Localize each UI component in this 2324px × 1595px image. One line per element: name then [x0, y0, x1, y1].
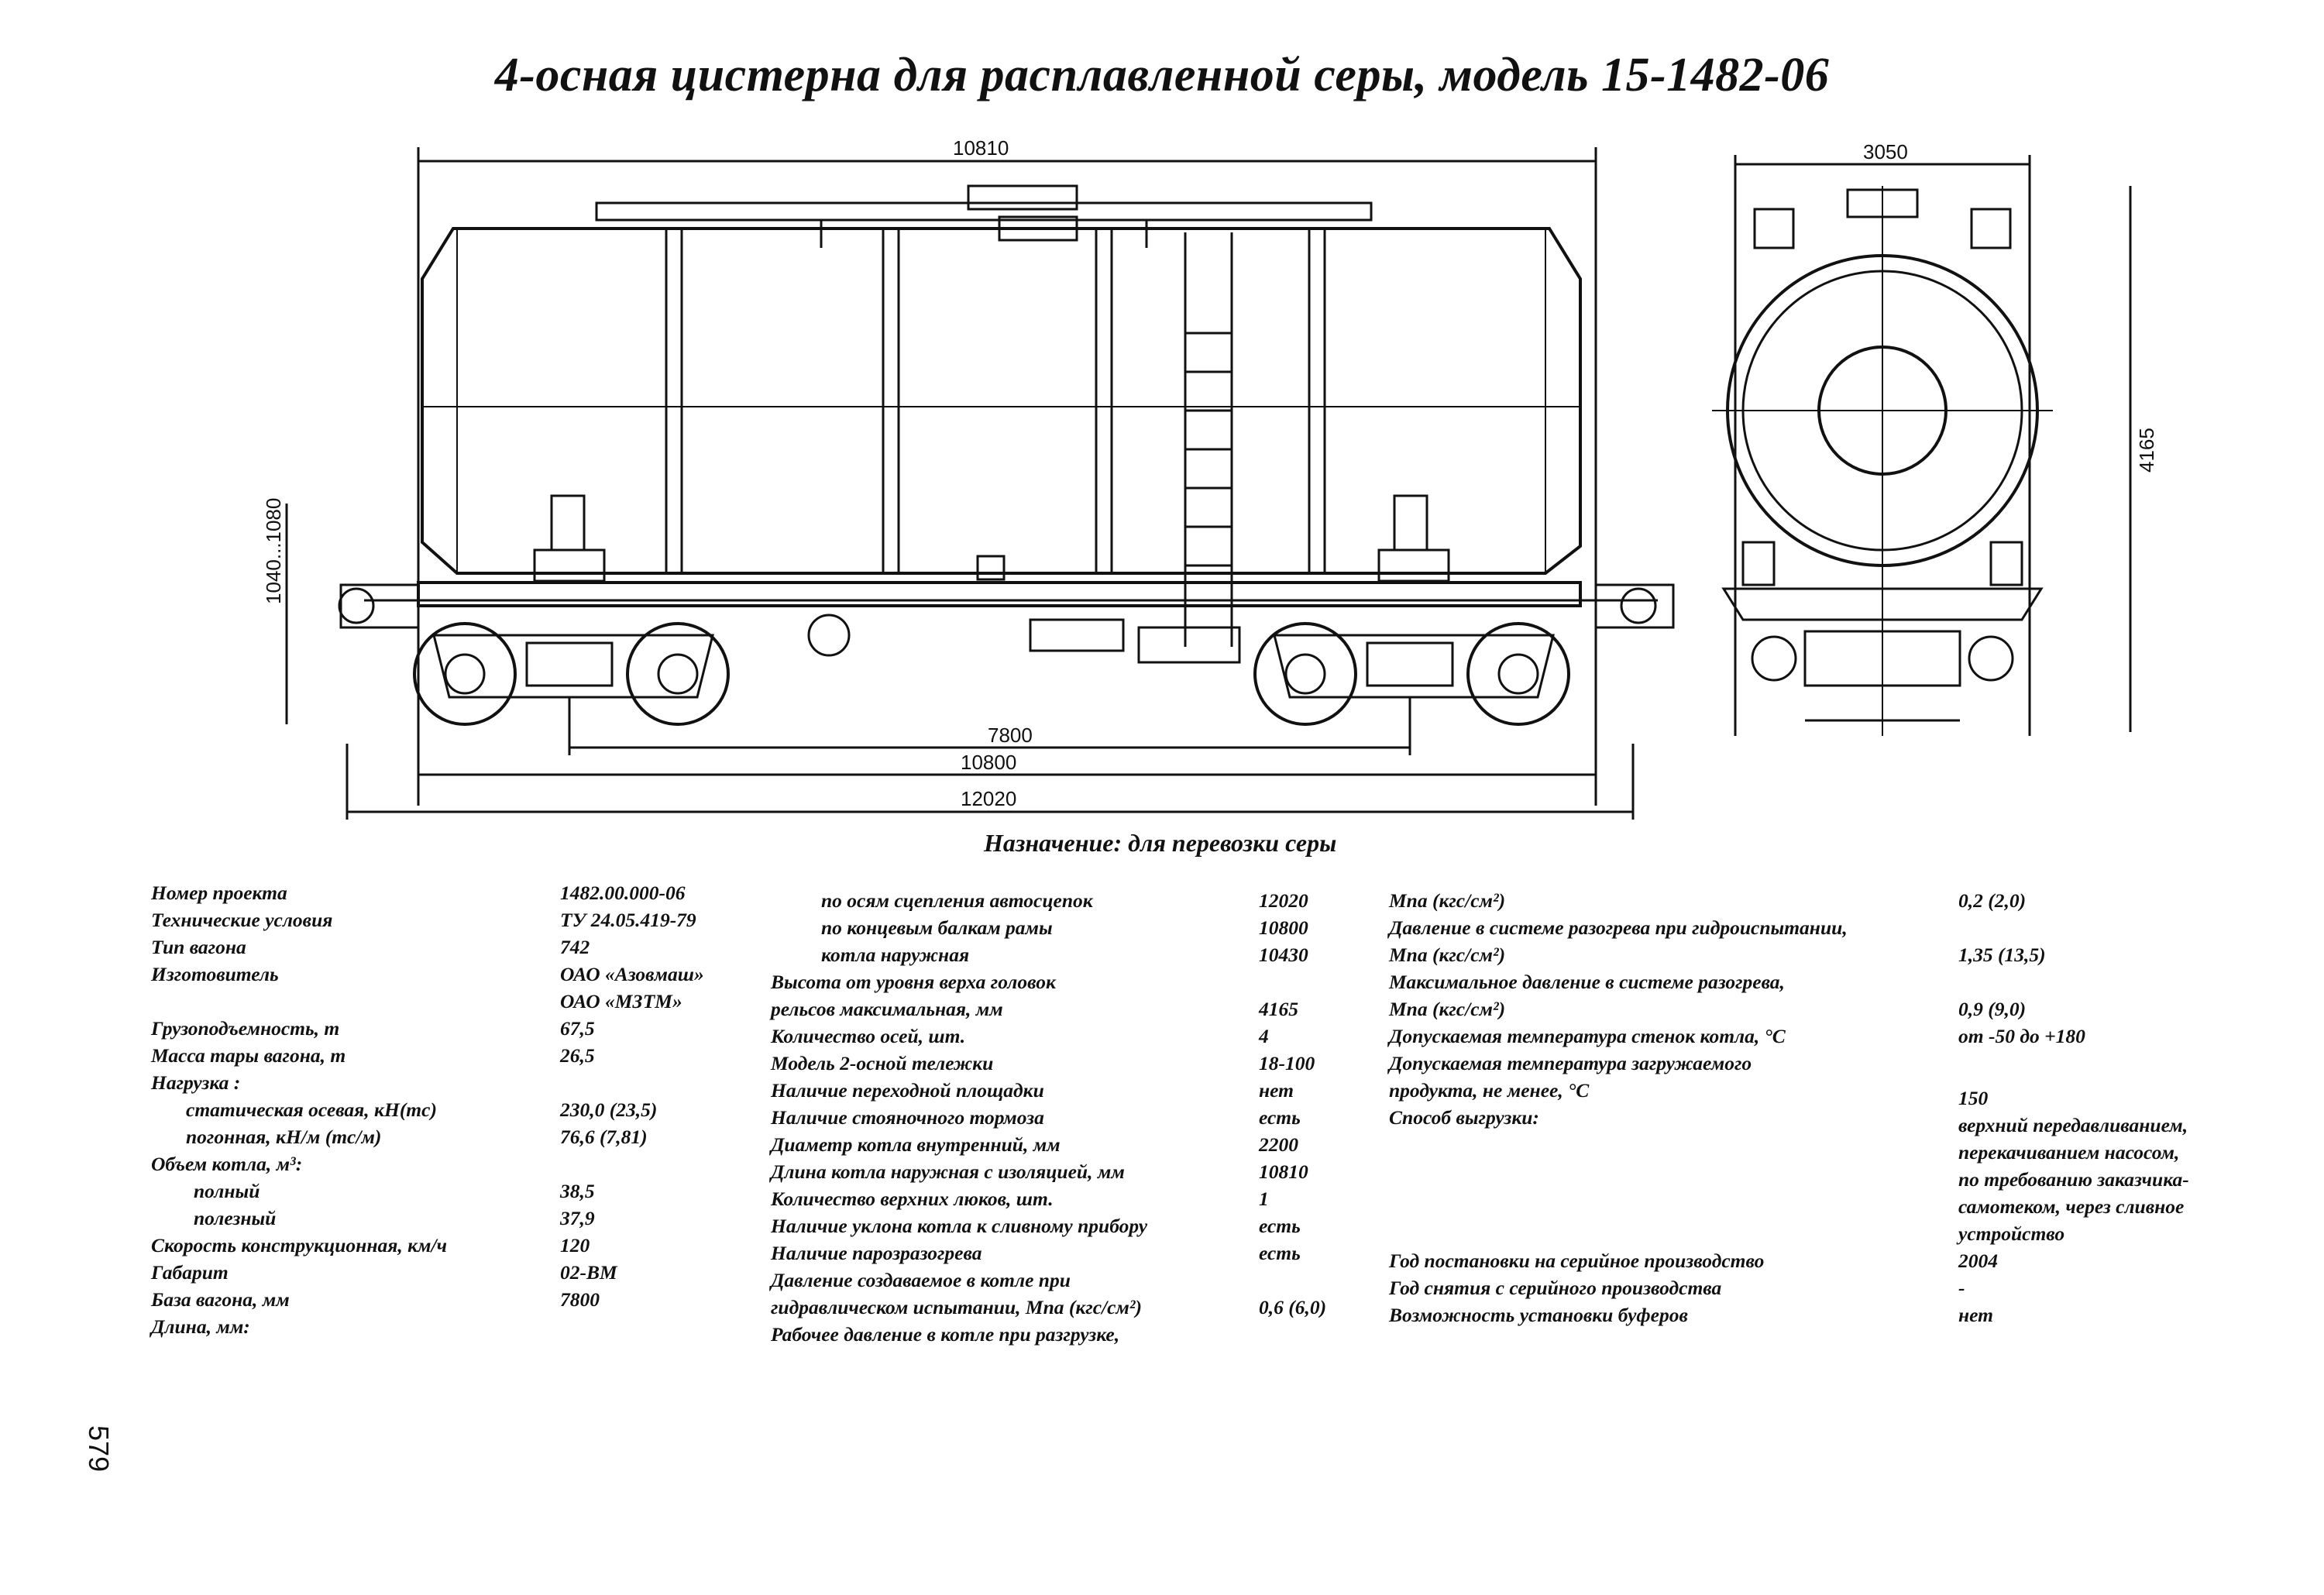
spec-label: полный: [194, 1180, 260, 1202]
spec-value: самотеком, через сливное: [1958, 1195, 2185, 1218]
spec-label: по концевым балкам рамы: [821, 916, 1053, 939]
spec-label: Год постановки на серийное производство: [1389, 1250, 1765, 1272]
spec-value: нет: [1259, 1079, 1294, 1102]
spec-label: Модель 2-осной тележки: [771, 1052, 994, 1074]
spec-value: ТУ 24.05.419-79: [560, 909, 696, 931]
spec-label: Наличие парозразогрева: [771, 1242, 982, 1264]
spec-label: Способ выгрузки:: [1389, 1106, 1539, 1129]
spec-label: Мпа (кгс/см²): [1389, 944, 1506, 966]
dim-base: 7800: [988, 724, 1033, 747]
spec-label: Масса тары вагона, т: [151, 1044, 346, 1067]
spec-value: 76,6 (7,81): [560, 1126, 648, 1148]
spec-label: Количество осей, шт.: [771, 1025, 966, 1047]
spec-value: 1: [1259, 1188, 1269, 1210]
spec-label: Количество верхних люков, шт.: [771, 1188, 1054, 1210]
spec-label: Тип вагона: [151, 936, 246, 958]
spec-label: Изготовитель: [151, 963, 279, 985]
spec-label: Год снятия с серийного производства: [1389, 1277, 1722, 1299]
spec-label: рельсов максимальная, мм: [771, 998, 1003, 1020]
spec-value: ОАО «МЗТМ»: [560, 990, 682, 1012]
spec-value: есть: [1259, 1106, 1301, 1129]
spec-value: по требованию заказчика-: [1958, 1168, 2189, 1191]
spec-value: 150: [1958, 1087, 1989, 1109]
dim-frame-length: 10800: [961, 751, 1016, 774]
spec-value: 26,5: [560, 1044, 595, 1067]
spec-label: Допускаемая температура загружаемого: [1389, 1052, 1752, 1074]
spec-value: 230,0 (23,5): [560, 1098, 658, 1121]
spec-value: 2200: [1259, 1133, 1298, 1156]
page-title: 4-осная цистерна для расплавленной серы,…: [494, 49, 1830, 101]
spec-value: 0,9 (9,0): [1958, 998, 2027, 1020]
spec-label: Номер проекта: [151, 882, 287, 904]
dim-end-height: 4165: [2135, 428, 2158, 473]
spec-value: 10810: [1259, 1160, 1308, 1183]
spec-value: 4165: [1259, 998, 1298, 1020]
spec-label: Максимальное давление в системе разогрев…: [1389, 971, 1785, 993]
spec-label: Нагрузка :: [151, 1071, 241, 1094]
spec-label: статическая осевая, кН(тс): [186, 1098, 437, 1121]
spec-label: Рабочее давление в котле при разгрузке,: [771, 1323, 1120, 1346]
spec-label: Скорость конструкционная, км/ч: [151, 1234, 447, 1256]
spec-label: Допускаемая температура стенок котла, °С: [1389, 1025, 1786, 1047]
spec-label: Объем котла, м³:: [151, 1153, 303, 1175]
spec-label: по осям сцепления автосцепок: [821, 889, 1093, 912]
spec-value: 10800: [1259, 916, 1308, 939]
spec-value: нет: [1958, 1304, 1993, 1326]
spec-value: 0,6 (6,0): [1259, 1296, 1327, 1318]
spec-label: Мпа (кгс/см²): [1389, 998, 1506, 1020]
spec-label: Высота от уровня верха головок: [771, 971, 1056, 993]
spec-label: Мпа (кгс/см²): [1389, 889, 1506, 912]
spec-label: Давление в системе разогрева при гидроис…: [1389, 916, 1848, 939]
spec-label: Наличие уклона котла к сливному прибору: [771, 1215, 1148, 1237]
spec-label: полезный: [194, 1207, 277, 1229]
spec-value: 10430: [1259, 944, 1308, 966]
spec-value: 4: [1259, 1025, 1269, 1047]
dim-total-length: 12020: [961, 787, 1016, 810]
spec-label: котла наружная: [821, 944, 970, 966]
dim-end-width: 3050: [1863, 140, 1908, 163]
purpose-heading: Назначение: для перевозки серы: [984, 829, 1337, 857]
spec-value: верхний передавливанием,: [1958, 1114, 2188, 1136]
spec-label: Длина котла наружная с изоляцией, мм: [771, 1160, 1125, 1183]
spec-label: Давление создаваемое в котле при: [771, 1269, 1071, 1291]
spec-label: продукта, не менее, °С: [1389, 1079, 1590, 1102]
dim-side-length: 10810: [953, 136, 1009, 160]
spec-label: База вагона, мм: [151, 1288, 290, 1311]
spec-value: 67,5: [560, 1017, 595, 1040]
spec-value: 2004: [1958, 1250, 1998, 1272]
spec-value: 742: [560, 936, 590, 958]
spec-value: 1,35 (13,5): [1958, 944, 2046, 966]
spec-label: Наличие переходной площадки: [771, 1079, 1044, 1102]
spec-value: 120: [560, 1234, 590, 1256]
spec-label: Возможность установки буферов: [1389, 1304, 1688, 1326]
spec-label: погонная, кН/м (тс/м): [186, 1126, 382, 1148]
page-number: 579: [83, 1425, 115, 1473]
spec-value: 37,9: [560, 1207, 595, 1229]
spec-value: 02-ВМ: [560, 1261, 617, 1284]
spec-label: Грузоподъемность, т: [151, 1017, 340, 1040]
tank-car-drawing: 10810 3050 4165 1040...1080 7800 10800 1…: [262, 136, 2158, 820]
spec-value: 0,2 (2,0): [1958, 889, 2027, 912]
spec-value: ОАО «Азовмаш»: [560, 963, 704, 985]
spec-label: Длина, мм:: [151, 1315, 250, 1338]
spec-value: 38,5: [560, 1180, 595, 1202]
spec-value: 7800: [560, 1288, 600, 1311]
spec-value: устройство: [1958, 1222, 2065, 1245]
spec-label: Наличие стояночного тормоза: [771, 1106, 1044, 1129]
spec-value: от -50 до +180: [1958, 1025, 2085, 1047]
spec-value: перекачиванием насосом,: [1958, 1141, 2180, 1164]
spec-value: 1482.00.000-06: [560, 882, 686, 904]
spec-label: Диаметр котла внутренний, мм: [771, 1133, 1061, 1156]
spec-value: есть: [1259, 1242, 1301, 1264]
spec-value: есть: [1259, 1215, 1301, 1237]
spec-label: Габарит: [151, 1261, 229, 1284]
spec-value: 18-100: [1259, 1052, 1315, 1074]
spec-label: гидравлическом испытании, Мпа (кгс/см²): [771, 1296, 1143, 1318]
spec-value: -: [1958, 1277, 1965, 1299]
dim-coupler-height: 1040...1080: [262, 498, 285, 604]
spec-label: Технические условия: [151, 909, 333, 931]
spec-value: 12020: [1259, 889, 1308, 912]
